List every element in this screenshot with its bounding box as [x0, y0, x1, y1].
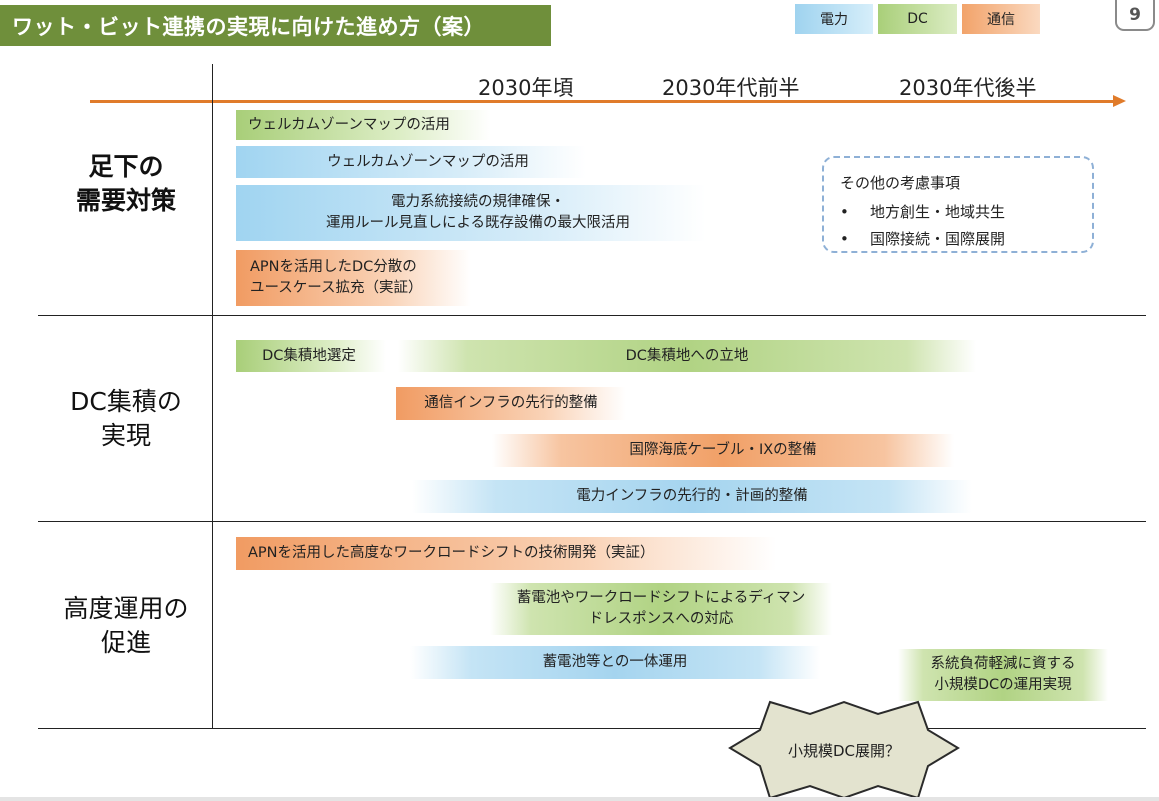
- bar-dc-site-selection: DC集積地選定: [236, 340, 386, 372]
- bar-demand-response: 蓄電池やワークロードシフトによるディマン ドレスポンスへの対応: [490, 583, 832, 635]
- column-divider: [212, 64, 213, 728]
- bar-welcome-zone-dc: ウェルカムゾーンマップの活用: [236, 110, 491, 140]
- bar-submarine-cable: 国際海底ケーブル・IXの整備: [492, 434, 954, 467]
- timeline-arrow-head-icon: [1113, 95, 1126, 107]
- period-2030: 2030年頃: [478, 76, 574, 100]
- footer-divider: [0, 797, 1159, 801]
- row-label-dc-clustering: DC集積の実現: [70, 387, 182, 450]
- other-considerations-box: その他の考慮事項 • 地方創生・地域共生 • 国際接続・国際展開: [822, 156, 1094, 253]
- row-label-advanced-operation: 高度運用の促進: [63, 594, 189, 657]
- legend-dc: DC: [878, 4, 957, 34]
- bar-welcome-zone-electricity: ウェルカムゾーンマップの活用: [236, 146, 586, 178]
- bar-grid-connection: 電力系統接続の規律確保・ 運用ルール見直しによる既存設備の最大限活用: [236, 185, 706, 241]
- bar-small-dc-operation: 系統負荷軽減に資する 小規模DCの運用実現: [898, 649, 1108, 701]
- bar-battery-integration: 蓄電池等との一体運用: [410, 646, 820, 679]
- period-2030s-early: 2030年代前半: [662, 76, 800, 100]
- period-2030s-late: 2030年代後半: [899, 76, 1037, 100]
- page-number: 9: [1115, 0, 1155, 31]
- list-item: • 国際接続・国際展開: [840, 230, 1006, 248]
- page-title: ワット・ビット連携の実現に向けた進め方（案）: [0, 5, 551, 46]
- timeline-arrow-line: [90, 100, 1115, 103]
- bar-power-infra: 電力インフラの先行的・計画的整備: [412, 480, 972, 513]
- small-dc-deployment-label: 小規模DC展開？: [787, 741, 901, 760]
- bar-telecom-infra: 通信インフラの先行的整備: [396, 387, 626, 420]
- bar-apn-dc-distribution: APNを活用したDC分散の ユースケース拡充（実証）: [236, 250, 471, 306]
- list-item: • 地方創生・地域共生: [840, 203, 1006, 221]
- legend-electricity: 電力: [795, 4, 873, 34]
- bar-dc-siting: DC集積地への立地: [398, 340, 976, 372]
- row-divider: [38, 521, 1146, 522]
- legend-telecom: 通信: [962, 4, 1040, 34]
- row-divider: [38, 315, 1146, 316]
- row-divider: [38, 728, 1146, 729]
- other-considerations-title: その他の考慮事項: [840, 174, 961, 192]
- row-label-immediate-measures: 足下の需要対策: [75, 152, 176, 215]
- bar-apn-workload-shift: APNを活用した高度なワークロードシフトの技術開発（実証）: [236, 537, 776, 570]
